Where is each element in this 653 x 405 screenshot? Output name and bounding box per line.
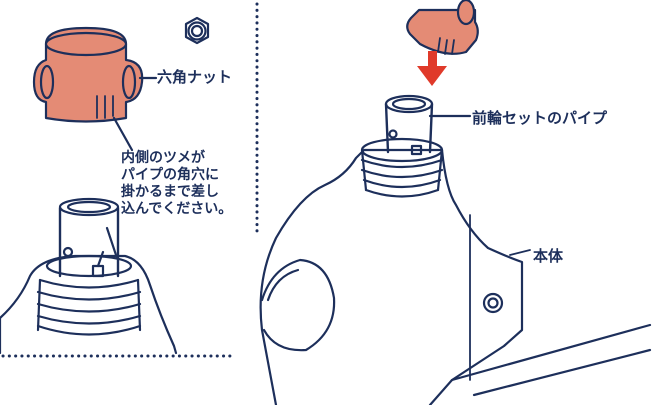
instruction-line: 内側のツメが	[121, 150, 205, 166]
pipe-closeup-illustration	[0, 197, 178, 355]
instruction-line: 掛かるまで差し	[121, 184, 219, 200]
main-body-illustration	[259, 94, 652, 405]
hex-nut-label: 六角ナット	[157, 68, 233, 86]
hex-nut-icon	[184, 16, 210, 45]
main-body-label: 本体	[533, 247, 564, 265]
falling-cap-illustration	[406, 0, 479, 55]
cap-illustration	[32, 26, 158, 152]
instruction-line: 込んでください。	[121, 201, 233, 217]
insertion-instruction: 内側のツメが パイプの角穴に 掛かるまで差し 込んでください。	[121, 150, 232, 218]
instruction-line: パイプの角穴に	[121, 167, 219, 183]
down-arrow-icon	[417, 51, 447, 86]
front-wheel-pipe-label: 前輪セットのパイプ	[472, 109, 608, 127]
